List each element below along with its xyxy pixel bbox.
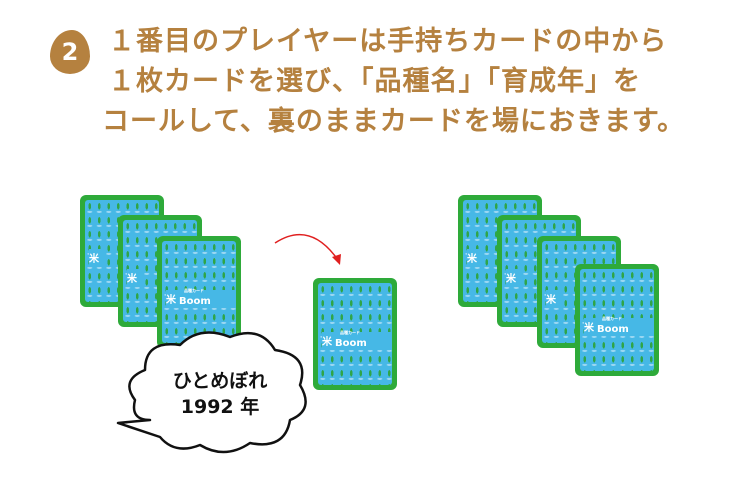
card-logo: 米 — [89, 248, 103, 267]
card-logo: 米 — [467, 248, 481, 267]
card-label: 品種カード — [602, 315, 622, 321]
variety-name: ひとめぼれ — [172, 370, 268, 392]
brand-name: Boom — [179, 296, 211, 308]
rice-icon: 米 — [546, 295, 556, 307]
card-face: 米 品種カード Boom — [162, 241, 236, 343]
rice-icon: 米 — [584, 323, 594, 335]
rice-icon: 米 — [89, 254, 99, 266]
instruction-line: １番目のプレイヤーは手持ちカードの中から — [108, 26, 668, 57]
instruction-line: コールして、裏のままカードを場におきます。 — [102, 106, 686, 137]
instruction-text: １番目のプレイヤーは手持ちカードの中から １枚カードを選び、「品種名」「育成年」… — [102, 22, 685, 142]
step-badge: 2 — [50, 30, 90, 74]
brand-name: Boom — [335, 338, 367, 350]
card-back: 米 品種カード Boom — [575, 264, 659, 376]
card-back: 米 品種カード Boom — [157, 236, 241, 348]
speech-bubble — [116, 331, 307, 454]
instruction-line: １枚カードを選び、「品種名」「育成年」を — [108, 66, 641, 97]
card-back: 米 品種カード Boom — [313, 278, 397, 390]
brand-name: Boom — [597, 324, 629, 336]
card-logo: 米 — [506, 268, 520, 287]
card-face: 米 品種カード Boom — [318, 283, 392, 385]
card-label: 品種カード — [184, 287, 204, 293]
card-logo: 米 品種カード Boom — [584, 315, 654, 336]
card-label: 品種カード — [340, 329, 360, 335]
card-logo: 米 — [127, 268, 141, 287]
rice-icon: 米 — [166, 295, 176, 307]
rice-icon: 米 — [506, 274, 516, 286]
speech-bubble-text: ひとめぼれ 1992 年 — [150, 368, 290, 420]
rice-icon: 米 — [127, 274, 137, 286]
breeding-year: 1992 年 — [180, 396, 260, 418]
rice-icon: 米 — [322, 337, 332, 349]
arrow-icon — [274, 233, 341, 265]
card-face: 米 品種カード Boom — [580, 269, 654, 371]
card-logo: 米 品種カード Boom — [322, 329, 392, 350]
card-logo: 米 品種カード Boom — [166, 287, 236, 308]
card-logo: 米 — [546, 289, 560, 308]
rice-icon: 米 — [467, 254, 477, 266]
